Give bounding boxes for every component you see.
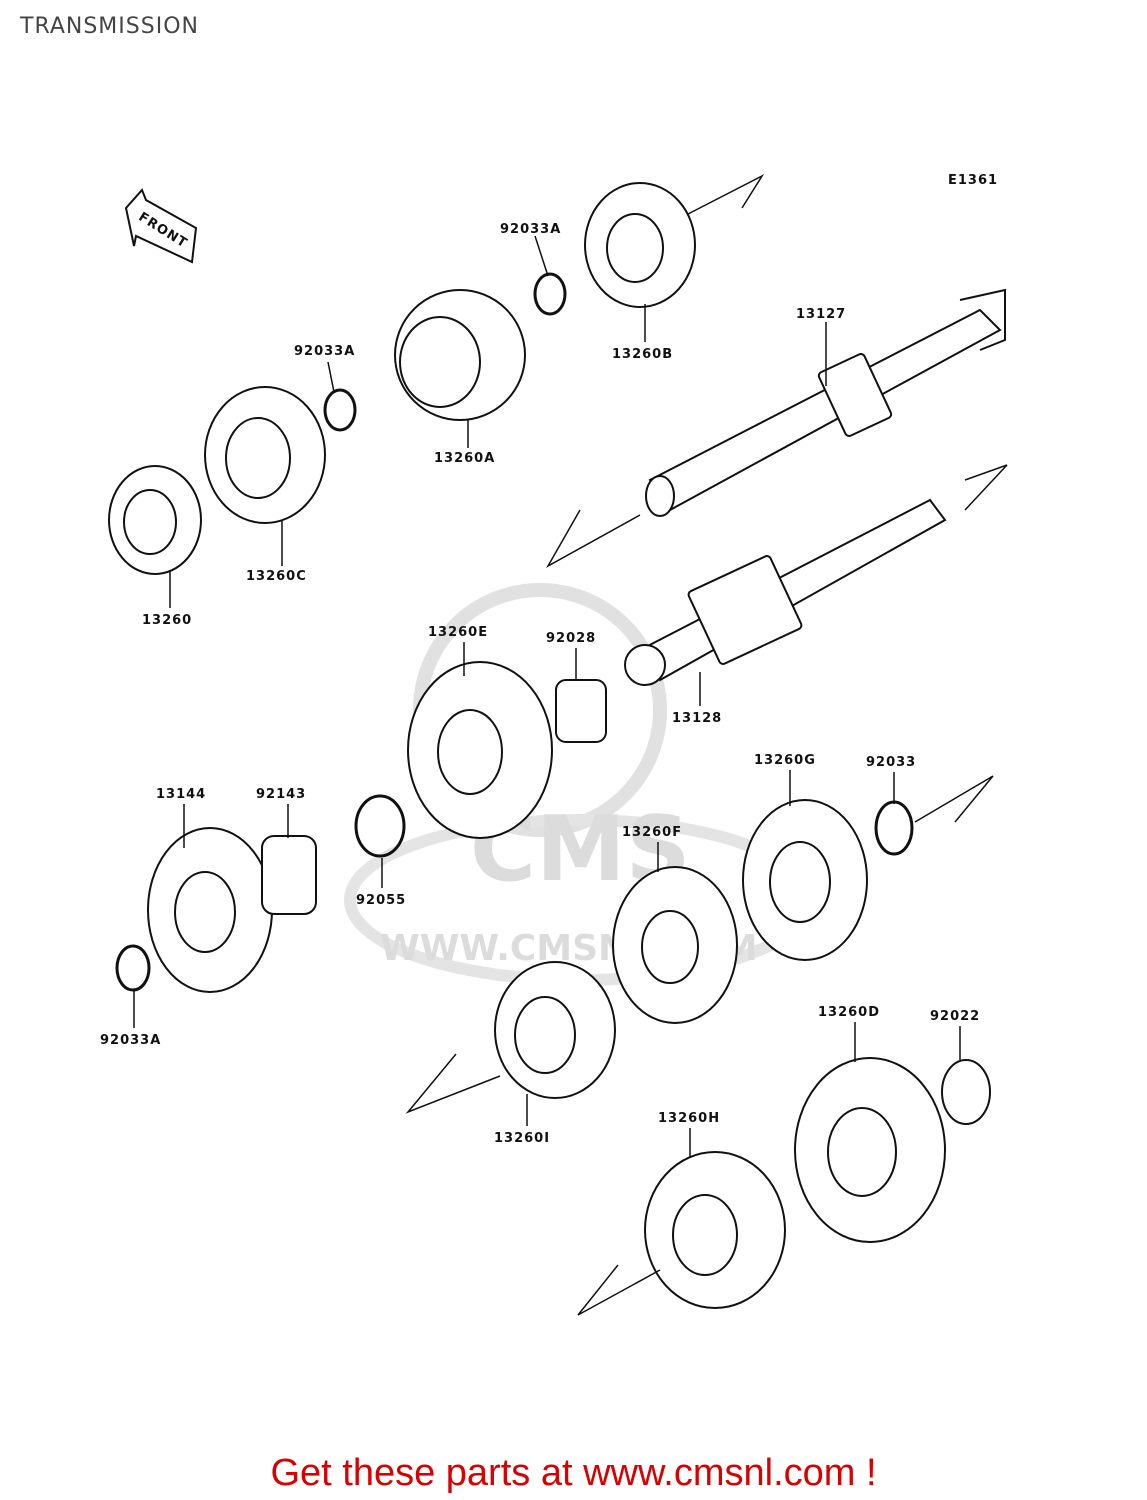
washer-92022 [941, 1059, 991, 1125]
part-label-92028: 92028 [546, 631, 596, 646]
part-label-92143: 92143 [256, 787, 306, 802]
circlip-92033a-2 [323, 388, 357, 432]
shaft-13127 [645, 288, 1006, 517]
part-label-92033a-top: 92033A [500, 222, 561, 237]
part-label-13260: 13260 [142, 613, 192, 628]
gear-13260 [108, 465, 202, 575]
part-label-92033: 92033 [866, 755, 916, 770]
sprocket-13144 [147, 827, 273, 993]
part-label-92033a-bottom: 92033A [100, 1033, 161, 1048]
part-label-13260a: 13260A [434, 451, 495, 466]
part-label-92033a-left: 92033A [294, 344, 355, 359]
transmission-diagram: CMS WWW.CMSNL.COM E1361 FRONT [100, 173, 1008, 1316]
page-title: TRANSMISSION [20, 14, 199, 39]
footer-cta[interactable]: Get these parts at www.cmsnl.com ! [270, 1452, 877, 1494]
part-label-92022: 92022 [930, 1009, 980, 1024]
gear-13260c [204, 386, 326, 524]
part-label-92055: 92055 [356, 893, 406, 908]
part-label-13128: 13128 [672, 711, 722, 726]
circlip-92033a-1 [533, 272, 567, 316]
gear-13260g [742, 799, 868, 961]
axis-lines [405, 174, 1008, 1316]
gear-13260i [494, 961, 616, 1099]
part-label-13260f: 13260F [622, 825, 682, 840]
part-label-13144: 13144 [156, 787, 206, 802]
circlip-92033 [874, 800, 914, 856]
front-arrow-icon: FRONT [124, 188, 198, 264]
part-label-13260i: 13260I [494, 1131, 550, 1146]
part-label-13127: 13127 [796, 307, 846, 322]
part-label-13260h: 13260H [658, 1111, 720, 1126]
part-label-13260c: 13260C [246, 569, 307, 584]
part-label-13260e: 13260E [428, 625, 488, 640]
bushing-92028 [555, 679, 607, 743]
gear-13260e [407, 661, 553, 839]
diagram-ref-code: E1361 [948, 173, 998, 188]
part-label-13260b: 13260B [612, 347, 673, 362]
gear-13260f [612, 866, 738, 1024]
circlip-92033a-3 [115, 944, 151, 992]
gear-13260d [794, 1057, 946, 1243]
leader-lines [133, 235, 961, 1158]
shaft-13128 [624, 498, 947, 686]
part-label-13260d: 13260D [818, 1005, 880, 1020]
o-ring-92055 [354, 794, 406, 858]
gear-13260a [394, 289, 526, 421]
gear-13260b [584, 182, 696, 308]
collar-92143 [261, 835, 317, 915]
part-label-13260g: 13260G [754, 753, 816, 768]
gear-13260h [644, 1151, 786, 1309]
